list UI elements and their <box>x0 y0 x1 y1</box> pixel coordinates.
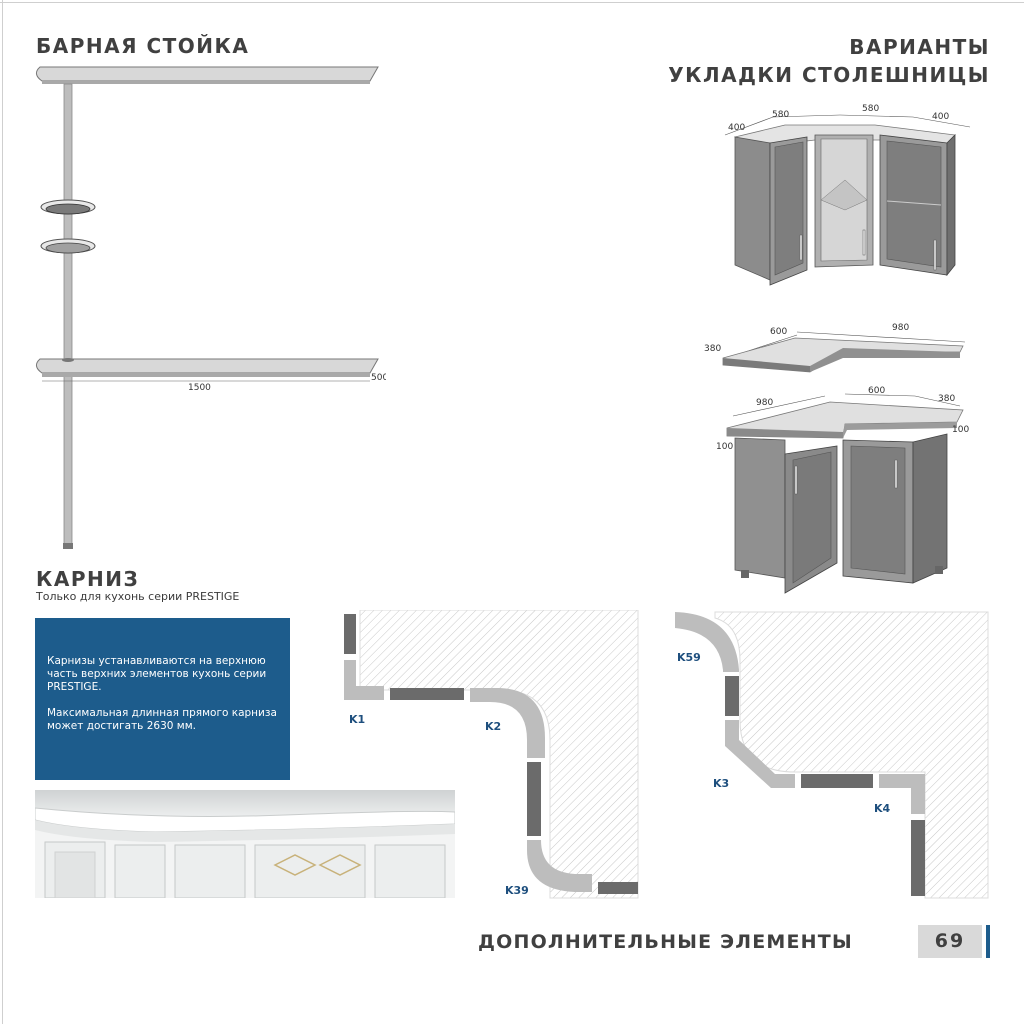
label-k39: K39 <box>505 884 529 897</box>
variants-title-line1: ВАРИАНТЫ <box>849 35 990 59</box>
label-k3: K3 <box>713 777 730 790</box>
upper-dim-2: 580 <box>772 110 790 120</box>
bar-title: БАРНАЯ СТОЙКА <box>36 34 250 58</box>
left-rule <box>2 0 3 1024</box>
kitchen-cornice-photo <box>35 790 455 898</box>
cornice-info-box: Карнизы устанавливаются на верхнюю часть… <box>35 618 290 780</box>
footer-title: ДОПОЛНИТЕЛЬНЫЕ ЭЛЕМЕНТЫ <box>478 931 853 953</box>
slab-dim-2: 980 <box>892 323 910 333</box>
page-accent-bar <box>986 925 990 958</box>
label-k4: K4 <box>874 802 891 815</box>
cornice-subtitle: Только для кухонь серии PRESTIGE <box>36 590 240 603</box>
lower-dim-4: 100 <box>716 442 734 452</box>
label-k2: K2 <box>485 720 502 733</box>
lower-dim-5: 100 <box>952 425 970 435</box>
cornice-info-p1: Карнизы устанавливаются на верхнюю часть… <box>47 655 267 693</box>
label-k1: K1 <box>349 713 366 726</box>
lower-dim-2: 600 <box>868 386 886 396</box>
bar-counter-drawing <box>36 66 379 549</box>
bar-dim-depth: 500 <box>371 373 386 383</box>
cornice-info-p2: Максимальная длинная прямого карниза мож… <box>47 707 277 732</box>
worktop-slab-drawing <box>722 331 966 373</box>
page-number: 69 <box>918 925 982 958</box>
slab-dim-1: 600 <box>770 327 788 337</box>
upper-dim-3: 580 <box>862 104 880 114</box>
upper-dim-4: 400 <box>932 112 950 122</box>
label-k59: K59 <box>677 651 701 664</box>
slab-dim-3: 380 <box>704 344 722 354</box>
bar-dim-length: 1500 <box>188 383 211 393</box>
cornice-diagram-right <box>675 611 989 899</box>
upper-dim-1: 400 <box>728 123 746 133</box>
cornice-diagram-left <box>344 610 639 899</box>
lower-corner-cabinet-drawing <box>726 393 964 594</box>
cornice-title: КАРНИЗ <box>36 567 140 591</box>
lower-dim-1: 980 <box>756 398 774 408</box>
upper-corner-cabinet-drawing <box>724 114 971 286</box>
lower-dim-3: 380 <box>938 394 956 404</box>
variants-title-line2: УКЛАДКИ СТОЛЕШНИЦЫ <box>668 63 990 87</box>
top-rule <box>0 2 1024 3</box>
